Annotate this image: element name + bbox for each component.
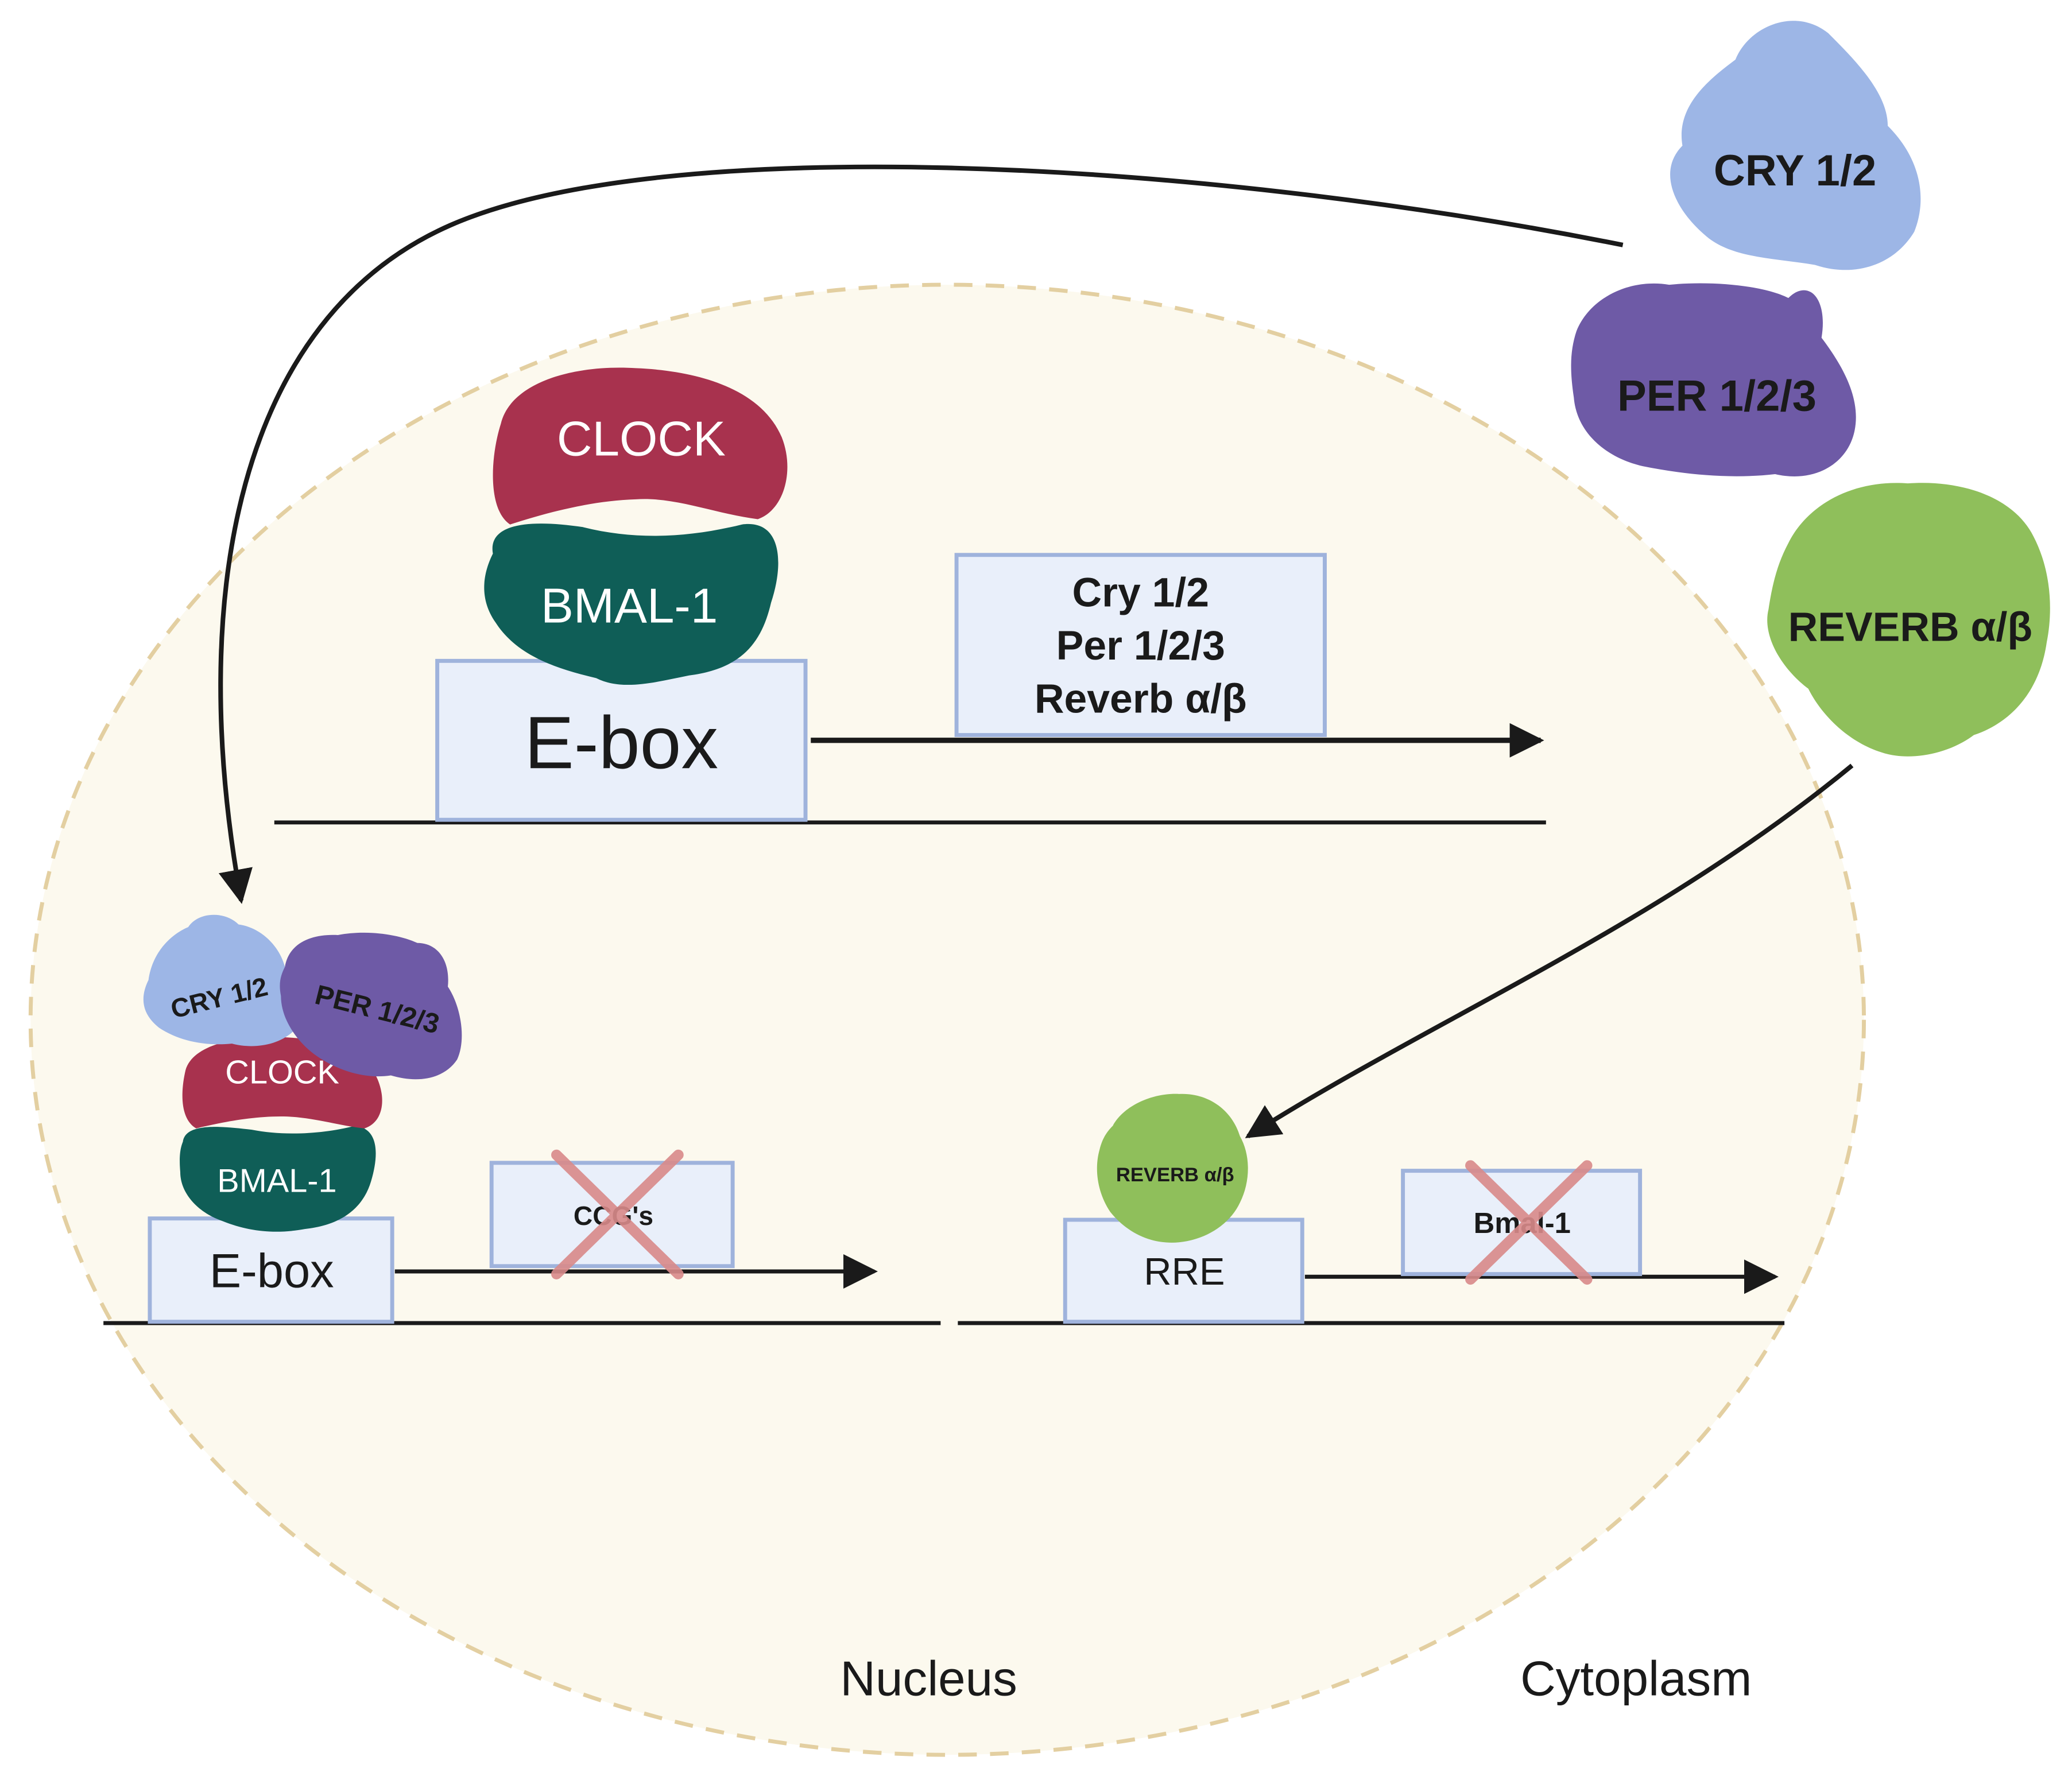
reverb-nucleus-label: REVERB α/β — [1116, 1164, 1234, 1186]
cry-protein-cytoplasm — [1670, 21, 1921, 270]
reverb-cytoplasm-label: REVERB α/β — [1788, 604, 2032, 650]
target-genes-box — [954, 553, 1327, 738]
rre-label: RRE — [1144, 1250, 1225, 1293]
per-cytoplasm-label: PER 1/2/3 — [1617, 371, 1817, 420]
cry-cytoplasm-label: CRY 1/2 — [1714, 146, 1877, 195]
ebox-top-label: E-box — [525, 701, 718, 784]
gene-reverb: Reverb α/β — [1035, 676, 1247, 722]
ebox-top — [435, 658, 808, 822]
bmal-protein-bottom-left — [180, 1126, 376, 1232]
reverb-protein-nucleus — [1097, 1093, 1248, 1243]
inhibited-cross-ccg — [551, 1149, 684, 1279]
clock-bottom-left-label: CLOCK — [225, 1054, 339, 1091]
cytoplasm-label: Cytoplasm — [1520, 1651, 1752, 1706]
per-protein-bottom-left — [280, 932, 462, 1080]
ebox-bottom-left — [148, 1216, 394, 1324]
clock-top-label: CLOCK — [557, 412, 726, 467]
ebox-bottom-left-label: E-box — [210, 1244, 334, 1298]
gene-cry: Cry 1/2 — [1072, 570, 1210, 616]
feedback-arrow-cry-per — [218, 164, 1624, 904]
reverb-protein-cytoplasm — [1767, 483, 2050, 757]
bmal-protein-top — [484, 523, 779, 685]
cry-protein-bottom-left — [143, 914, 301, 1046]
bmal-bottom-left-label: BMAL-1 — [217, 1163, 336, 1200]
inhibited-cross-bmal — [1465, 1160, 1593, 1285]
nucleus-membrane — [28, 282, 1866, 1757]
nucleus-label: Nucleus — [840, 1651, 1017, 1706]
feedback-arrow-reverb — [1245, 763, 1854, 1139]
gene-per: Per 1/2/3 — [1056, 623, 1225, 669]
per-protein-cytoplasm — [1571, 283, 1856, 476]
clock-protein-top — [493, 367, 788, 525]
bmal-top-label: BMAL-1 — [541, 579, 718, 633]
